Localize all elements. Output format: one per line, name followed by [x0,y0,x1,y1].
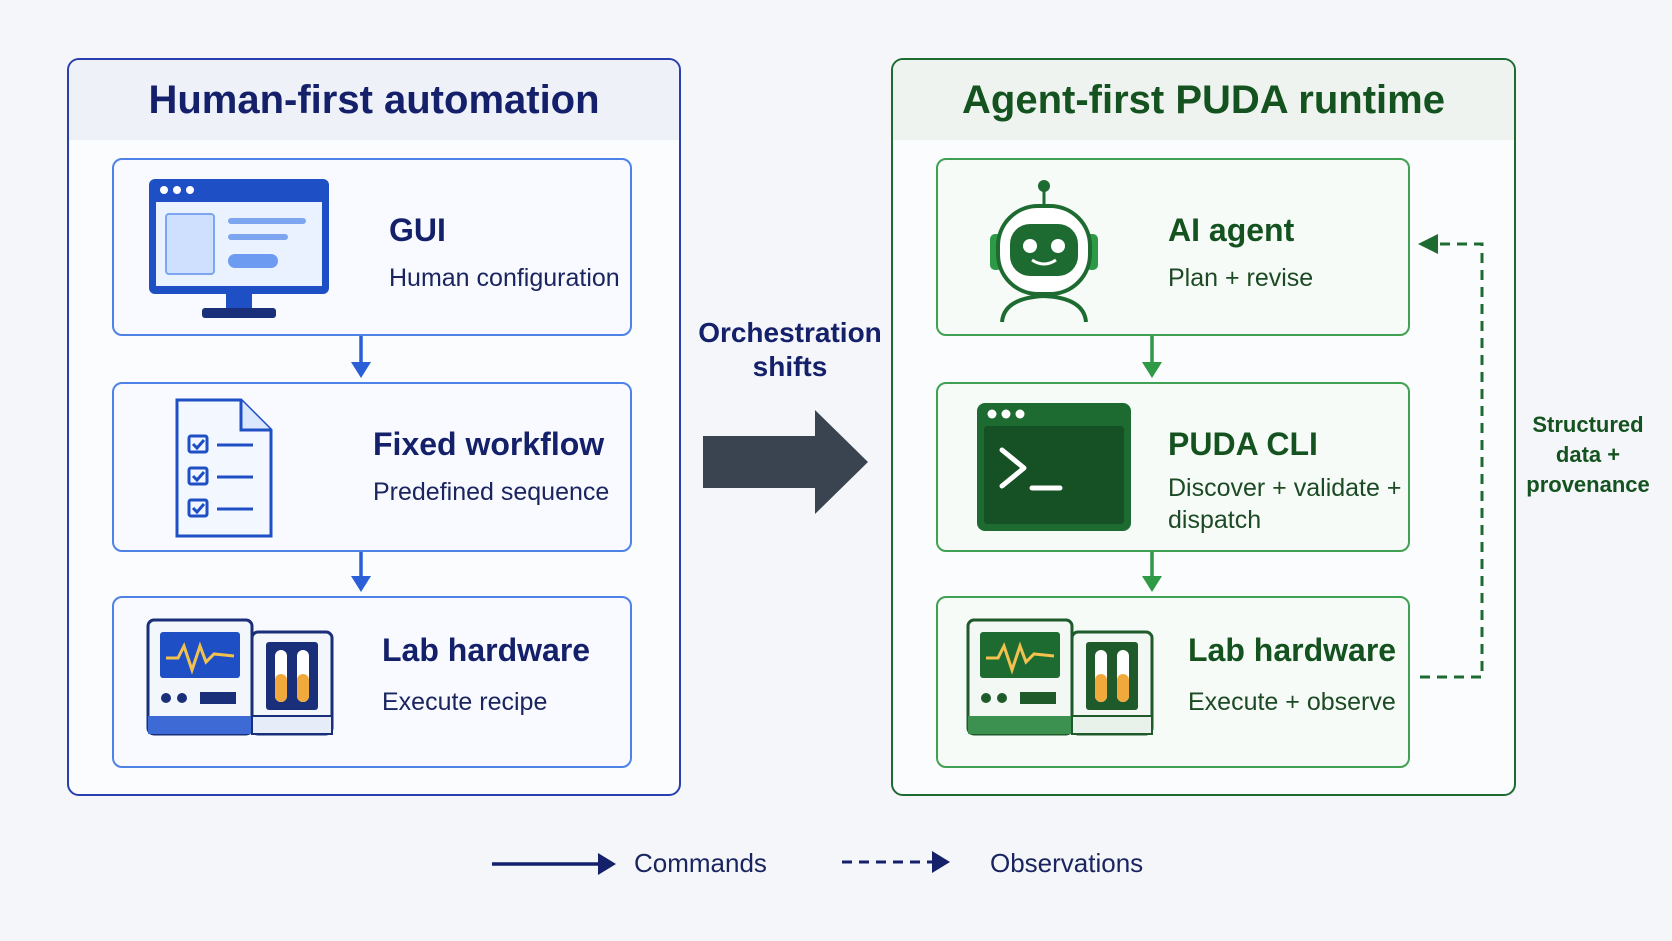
gui-subtitle: Human configuration [389,264,620,292]
robot-icon [990,180,1098,323]
puda-cli-subtitle: Discover + validate + dispatch [1168,472,1401,536]
fixed-workflow-title: Fixed workflow [373,426,605,462]
ai-agent-subtitle: Plan + revise [1168,264,1314,292]
gui-card: GUI Human configuration [112,158,632,336]
feedback-arrowhead [1418,234,1438,254]
arrow-cli-to-hardware [1142,552,1162,592]
agent-first-panel: Agent-first PUDA runtime AI agent Plan +… [891,58,1516,796]
legend-commands-arrowhead [598,853,616,875]
legend-commands-label: Commands [634,848,767,878]
feedback-line3: provenance [1526,472,1650,497]
terminal-icon [977,403,1131,531]
feedback-dashed-loop [1420,242,1484,679]
orchestration-shifts-label: Orchestration shifts [690,316,890,384]
lab-hardware-card-right: Lab hardware Execute + observe [936,596,1410,768]
lab-instrument-icon [146,618,334,736]
puda-cli-subtitle-line2: dispatch [1168,506,1262,534]
puda-cli-card: PUDA CLI Discover + validate + dispatch [936,382,1410,552]
orchestration-line1: Orchestration [698,317,882,348]
human-first-panel: Human-first automation GUI Human configu… [67,58,681,796]
agent-first-title: Agent-first PUDA runtime [893,60,1514,140]
feedback-label: Structured data + provenance [1518,410,1658,500]
ai-agent-card: AI agent Plan + revise [936,158,1410,336]
lab-instrument-icon [966,618,1154,736]
arrow-workflow-to-hardware [351,552,371,592]
puda-cli-subtitle-line1: Discover + validate + [1168,474,1402,502]
monitor-icon [149,179,329,318]
lab-hardware-title-right: Lab hardware [1188,632,1397,668]
ai-agent-title: AI agent [1168,212,1295,248]
arrow-gui-to-workflow [351,336,371,378]
legend-observations-arrowhead [932,851,950,873]
fixed-workflow-card: Fixed workflow Predefined sequence [112,382,632,552]
legend-observations-label: Observations [990,848,1144,878]
feedback-line2: data + [1555,442,1621,467]
human-first-title: Human-first automation [69,60,679,140]
orchestration-line2: shifts [752,351,828,382]
fixed-workflow-subtitle: Predefined sequence [373,478,610,506]
lab-hardware-subtitle-right: Execute + observe [1188,688,1396,716]
gui-title: GUI [389,212,446,248]
lab-hardware-title-left: Lab hardware [382,632,591,668]
checklist-document-icon [175,398,273,538]
feedback-line1: Structured [1532,412,1644,437]
arrow-agent-to-cli [1142,336,1162,378]
orchestration-shift-arrow [703,410,868,514]
puda-cli-title: PUDA CLI [1168,426,1318,462]
lab-hardware-subtitle-left: Execute recipe [382,688,548,716]
lab-hardware-card-left: Lab hardware Execute recipe [112,596,632,768]
